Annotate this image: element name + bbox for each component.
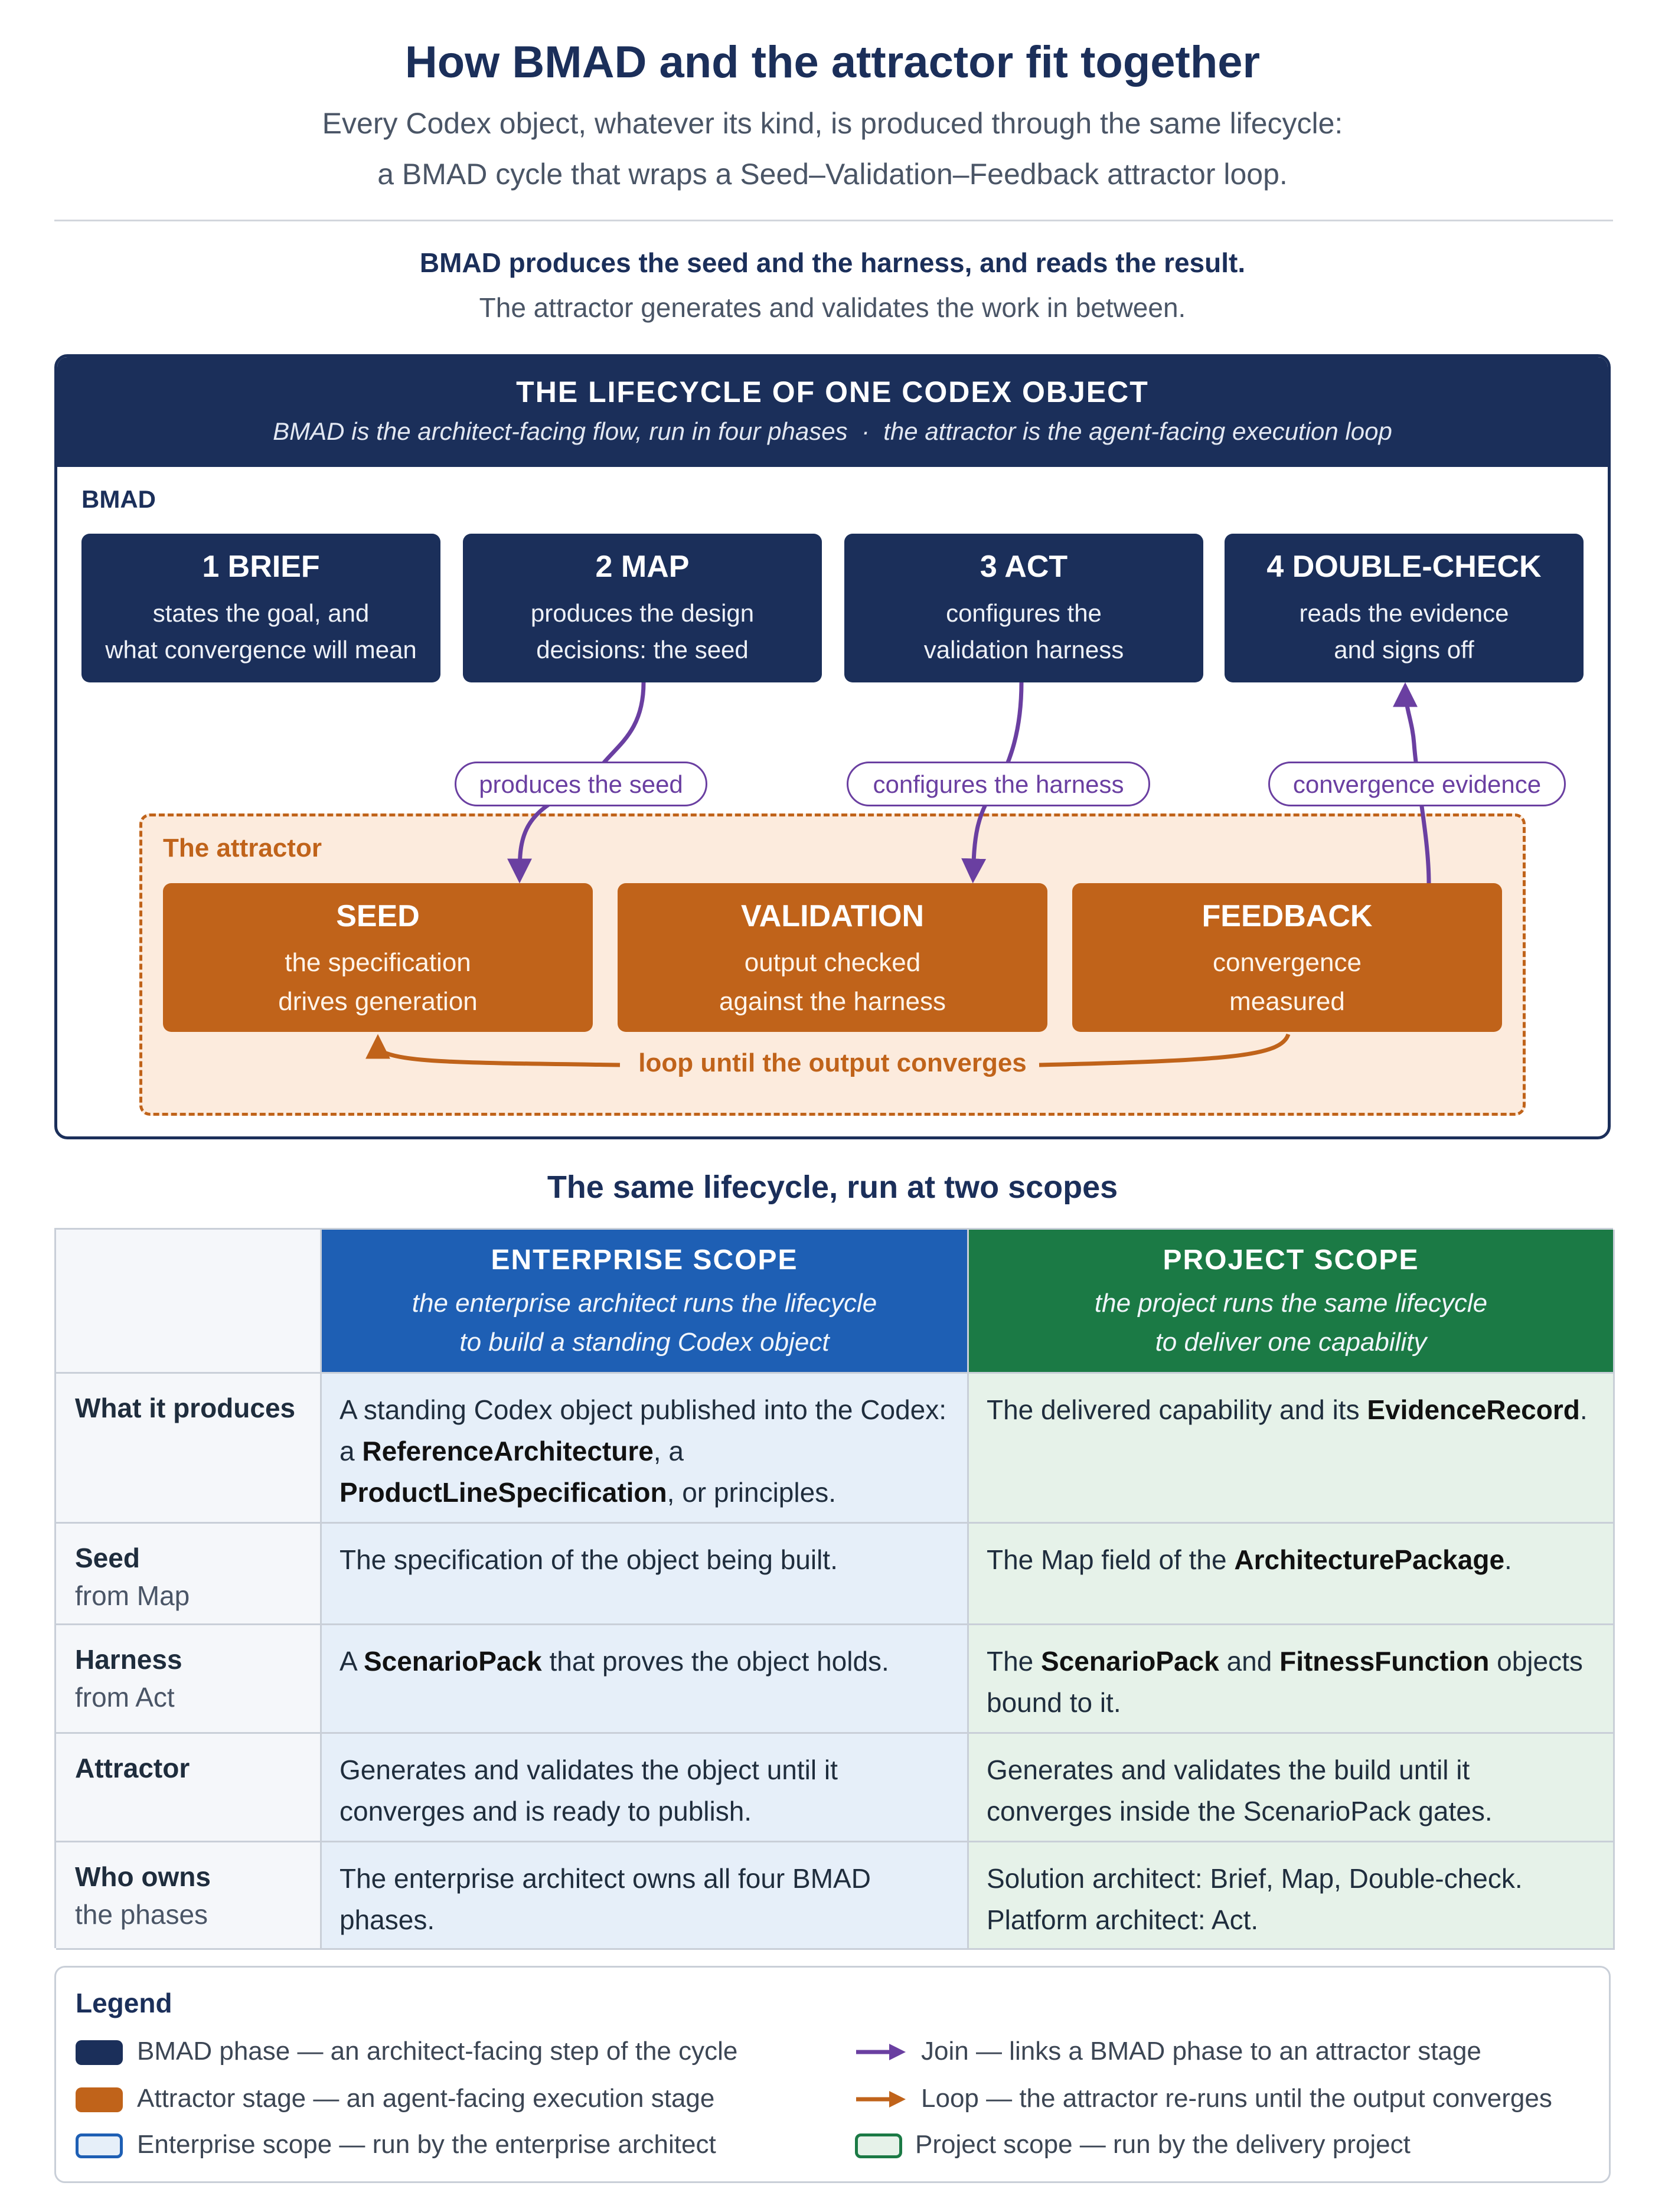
- legend-item-project: Project scope — run by the delivery proj…: [915, 2130, 1411, 2159]
- legend-loop-arrow-icon: [856, 2091, 906, 2108]
- join-label-seed: produces the seed: [455, 762, 707, 806]
- join-label-evidence: convergence evidence: [1268, 762, 1566, 806]
- lead-bold: BMAD produces the seed and the harness, …: [419, 247, 1246, 278]
- table-cell-project: The ScenarioPack and FitnessFunction obj…: [969, 1625, 1615, 1734]
- page-title: How BMAD and the attractor fit together: [404, 37, 1261, 87]
- scopes-table: ENTERPRISE SCOPE the enterprise architec…: [54, 1228, 1615, 1950]
- legend-item-join: Join — links a BMAD phase to an attracto…: [921, 2037, 1481, 2066]
- legend-item-enterprise: Enterprise scope — run by the enterprise…: [137, 2130, 716, 2159]
- table-cell-enterprise: A ScenarioPack that proves the object ho…: [322, 1625, 969, 1734]
- join-arrow-feedback-doublecheck: [1393, 682, 1431, 884]
- table-cell-project: Solution architect: Brief, Map, Double-c…: [969, 1842, 1615, 1950]
- legend-title: Legend: [76, 1988, 172, 2018]
- connector-arrows: [0, 682, 1431, 1067]
- enterprise-title: ENTERPRISE SCOPE: [491, 1244, 798, 1276]
- phase-title: 4 DOUBLE-CHECK: [1266, 550, 1542, 584]
- attractor-label: The attractor: [163, 834, 322, 862]
- lifecycle-header: THE LIFECYCLE OF ONE CODEX OBJECT BMAD i…: [57, 357, 1608, 467]
- table-row-label: What it produces: [56, 1374, 322, 1524]
- lead-text: The attractor generates and validates th…: [479, 292, 1186, 323]
- table-cell-enterprise: The specification of the object being bu…: [322, 1524, 969, 1625]
- divider: [54, 220, 1613, 221]
- table-cell-enterprise: The enterprise architect owns all four B…: [322, 1842, 969, 1950]
- bmad-label: BMAD: [81, 485, 156, 513]
- phase-title: 1 BRIEF: [202, 550, 320, 584]
- stage-title: VALIDATION: [740, 899, 925, 933]
- legend-swatch-enterprise: [76, 2133, 123, 2158]
- legend-swatch-attractor: [76, 2087, 123, 2112]
- legend: [54, 1966, 1611, 2183]
- legend-item-attractor: Attractor stage — an agent-facing execut…: [137, 2084, 715, 2113]
- legend-swatch-bmad: [76, 2040, 123, 2065]
- table-cell-project: Generates and validates the build until …: [969, 1734, 1615, 1842]
- loop-label: loop until the output converges: [638, 1048, 1027, 1077]
- legend-swatch-project: [855, 2133, 902, 2158]
- legend-join-arrow-icon: [856, 2044, 906, 2060]
- scopes-title: The same lifecycle, run at two scopes: [547, 1169, 1118, 1205]
- legend-item-loop: Loop — the attractor re-runs until the o…: [921, 2084, 1552, 2113]
- table-corner: [56, 1230, 322, 1374]
- page-subtitle-line2: a BMAD cycle that wraps a Seed–Validatio…: [377, 158, 1288, 191]
- join-label-harness: configures the harness: [847, 762, 1150, 806]
- header-enterprise-scope: ENTERPRISE SCOPE the enterprise architec…: [322, 1230, 969, 1374]
- table-cell-enterprise: Generates and validates the object until…: [322, 1734, 969, 1842]
- table-cell-enterprise: A standing Codex object published into t…: [322, 1374, 969, 1524]
- table-cell-project: The Map field of the ArchitecturePackage…: [969, 1524, 1615, 1625]
- loop-arrow: [378, 1034, 1291, 1067]
- phase-title: 2 MAP: [595, 550, 690, 584]
- project-title: PROJECT SCOPE: [1163, 1244, 1419, 1276]
- lifecycle-title: THE LIFECYCLE OF ONE CODEX OBJECT: [516, 375, 1149, 409]
- legend-item-bmad: BMAD phase — an architect-facing step of…: [137, 2037, 738, 2066]
- enterprise-subtitle: the enterprise architect runs the lifecy…: [412, 1289, 877, 1357]
- stage-title: FEEDBACK: [1202, 899, 1373, 933]
- header-project-scope: PROJECT SCOPE the project runs the same …: [969, 1230, 1615, 1374]
- phase-title: 3 ACT: [980, 550, 1068, 584]
- table-cell-project: The delivered capability and its Evidenc…: [969, 1374, 1615, 1524]
- stage-title: SEED: [336, 899, 420, 933]
- lifecycle-subtitle: BMAD is the architect-facing flow, run i…: [273, 417, 1392, 445]
- table-row-label: Attractor: [56, 1734, 322, 1842]
- page-subtitle-line1: Every Codex object, whatever its kind, i…: [322, 107, 1343, 140]
